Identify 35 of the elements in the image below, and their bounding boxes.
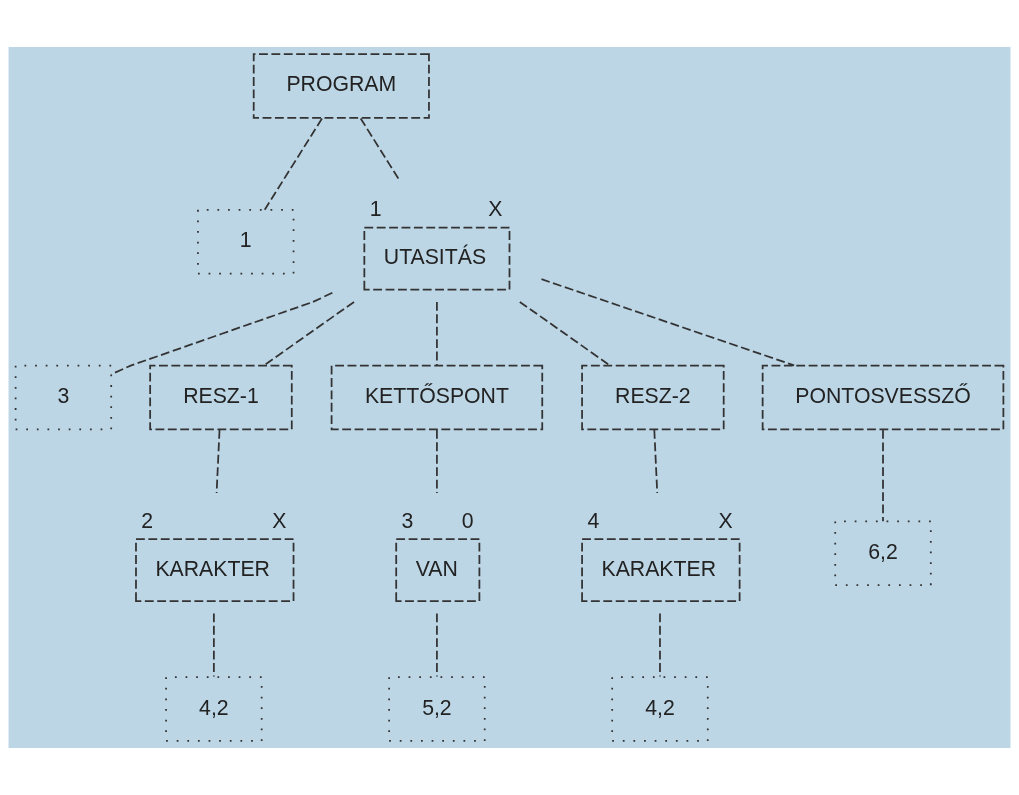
- node-box: VAN: [395, 538, 481, 602]
- node-label: 2: [141, 508, 154, 533]
- node-label: 1: [369, 197, 382, 222]
- node-label: X: [272, 508, 287, 533]
- node-box: RESZ-1: [149, 364, 293, 431]
- connector: [518, 301, 611, 367]
- node-box: RESZ-2: [581, 364, 725, 431]
- node-label: 4: [587, 508, 600, 533]
- node-box: 4,2: [611, 676, 709, 742]
- connector: [653, 429, 659, 494]
- node-box: 3: [14, 364, 113, 431]
- node-box: KETTŐSPONT: [330, 364, 544, 431]
- node-box: 1: [197, 208, 295, 275]
- connector: [659, 612, 661, 678]
- node-box: 4,2: [165, 676, 263, 742]
- node-box: PONTOSVESSZŐ: [761, 364, 1005, 431]
- connector: [436, 612, 438, 678]
- node-box: KARAKTER: [135, 538, 295, 602]
- connector: [213, 612, 215, 678]
- connector: [215, 429, 221, 494]
- node-box: UTASITÁS: [363, 226, 511, 291]
- connector: [263, 117, 323, 211]
- node-label: X: [718, 508, 733, 533]
- connector: [263, 301, 355, 367]
- node-box: PROGRAM: [252, 53, 430, 119]
- node-box: 5,2: [388, 676, 486, 742]
- connector: [540, 278, 795, 367]
- node-box: 6,2: [834, 520, 932, 587]
- node-label: X: [488, 197, 503, 222]
- node-label: 0: [461, 508, 474, 533]
- node-label: 3: [401, 508, 414, 533]
- connector: [436, 429, 438, 494]
- connector: [882, 429, 884, 523]
- connector: [436, 301, 438, 366]
- node-box: KARAKTER: [581, 538, 741, 602]
